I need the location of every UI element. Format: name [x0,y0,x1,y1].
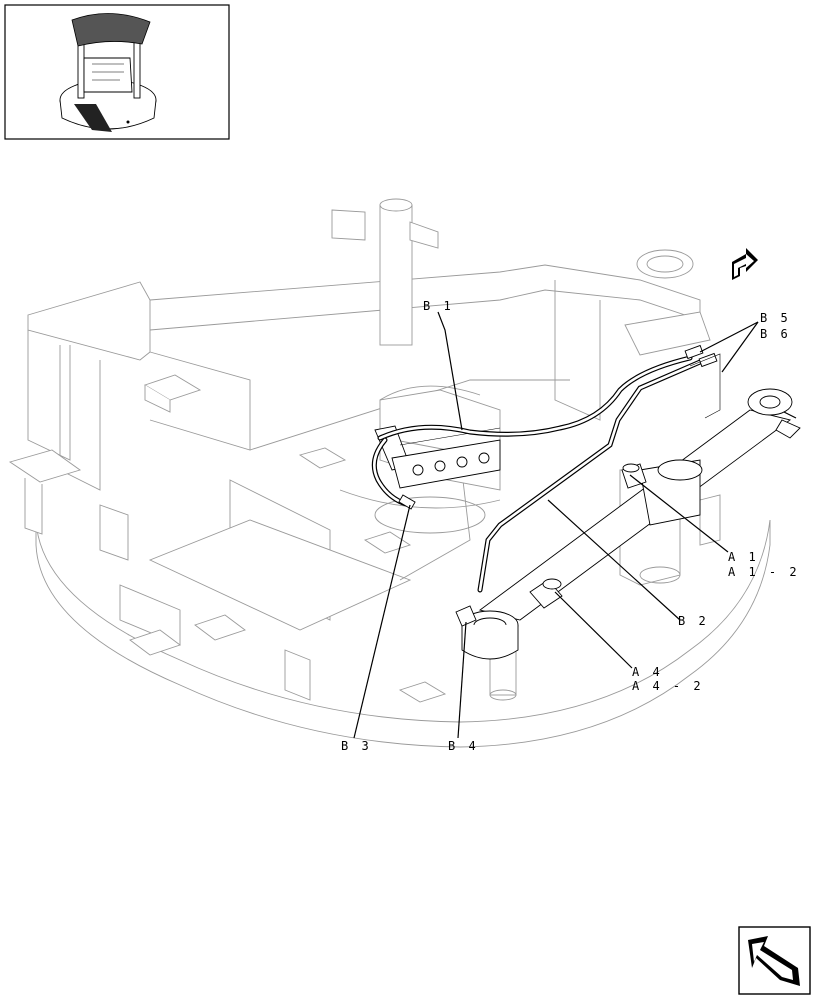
overview-thumbnail[interactable] [4,4,230,140]
fitting-a1 [621,463,647,489]
callout-labels: B 1 B 2 B 3 B 4 B 5 B 6 A 1 A 1 - 2 A 4 … [341,299,800,753]
navigation-arrow-icon[interactable] [738,926,811,995]
swivel-ring [455,605,519,660]
leader-lines [353,311,759,739]
label-b3: B 3 [341,739,372,753]
control-valve [374,425,501,489]
label-b1: B 1 [423,299,454,313]
label-a1: A 1 [728,550,759,564]
label-b5: B 5 [760,311,791,325]
fitting-b5-b6 [684,344,721,419]
hydraulic-components [371,344,801,660]
fitting-a4 [529,578,563,609]
next-page-arrow-icon[interactable] [732,248,758,280]
cylinder-boom [478,388,801,621]
label-a1-2: A 1 - 2 [728,565,800,579]
label-b4: B 4 [448,739,479,753]
machine-thumbnail-icon [59,13,157,132]
label-a4-2: A 4 - 2 [632,679,704,693]
label-b6: B 6 [760,327,791,341]
label-b2: B 2 [678,614,709,628]
label-a4: A 4 [632,665,663,679]
